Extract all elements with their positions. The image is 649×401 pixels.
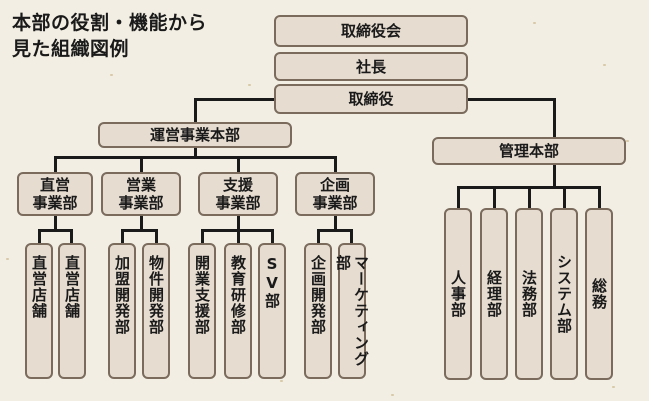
unit-box: 直営店舗 bbox=[25, 243, 53, 379]
admin-unit-box: システム部 bbox=[550, 208, 578, 380]
unit-label: 直営店舗 bbox=[63, 255, 81, 319]
speck bbox=[612, 386, 615, 388]
speck bbox=[248, 84, 251, 86]
connector-line bbox=[140, 216, 143, 231]
admin-unit-box: 人事部 bbox=[444, 208, 472, 380]
unit-box: SV部 bbox=[258, 243, 286, 379]
speck bbox=[603, 64, 606, 66]
connector-line bbox=[598, 186, 601, 208]
division-box: 直営 事業部 bbox=[17, 172, 93, 216]
speck bbox=[626, 140, 629, 142]
division-suffix: 事業部 bbox=[118, 194, 164, 212]
division-box: 支援 事業部 bbox=[198, 172, 278, 216]
admin-hq-box: 管理本部 bbox=[432, 137, 626, 165]
unit-label: 開業支援部 bbox=[193, 255, 211, 335]
connector-line bbox=[553, 164, 556, 188]
connector-line bbox=[38, 229, 41, 243]
speck bbox=[391, 394, 394, 396]
connector-line bbox=[350, 229, 353, 243]
unit-box: 開業支援部 bbox=[188, 243, 216, 379]
operations-hq-box: 運営事業本部 bbox=[98, 122, 292, 148]
division-name: 営業 bbox=[125, 176, 156, 194]
unit-box: マーケティング部 bbox=[334, 243, 370, 379]
unit-box: 教育研修部 bbox=[224, 243, 252, 379]
speck bbox=[110, 74, 113, 76]
connector-line bbox=[155, 229, 158, 243]
admin-hq-label: 管理本部 bbox=[498, 142, 559, 160]
heading-line-1: 本部の役割・機能から bbox=[12, 12, 208, 34]
unit-box: 直営店舗 bbox=[58, 243, 86, 379]
connector-line bbox=[194, 98, 197, 122]
unit-box: 企画開発部 bbox=[304, 243, 332, 379]
operations-hq-label: 運営事業本部 bbox=[149, 126, 240, 144]
connector-line bbox=[237, 229, 240, 243]
connector-line bbox=[70, 229, 73, 243]
connector-line bbox=[317, 229, 320, 243]
connector-line bbox=[54, 216, 57, 231]
diagram-heading: 本部の役割・機能から 見た組織図例 bbox=[12, 10, 207, 62]
heading-line-2: 見た組織図例 bbox=[12, 38, 130, 60]
connector-line bbox=[334, 156, 337, 172]
connector-line bbox=[38, 229, 73, 232]
division-box: 営業 事業部 bbox=[101, 172, 181, 216]
division-suffix: 事業部 bbox=[215, 194, 261, 212]
connector-line bbox=[317, 229, 353, 232]
unit-label: 企画開発部 bbox=[309, 255, 327, 335]
directors-label: 取締役 bbox=[348, 90, 394, 108]
connector-line bbox=[271, 229, 274, 243]
unit-label: マーケティング部 bbox=[334, 255, 370, 367]
admin-unit-label: システム部 bbox=[555, 254, 573, 334]
connector-line bbox=[121, 229, 158, 232]
admin-unit-label: 経理部 bbox=[485, 270, 503, 318]
division-suffix: 事業部 bbox=[312, 194, 358, 212]
admin-unit-label: 人事部 bbox=[449, 270, 467, 318]
division-name: 支援 bbox=[222, 176, 253, 194]
admin-unit-box: 総務 bbox=[585, 208, 613, 380]
unit-label: 加盟開発部 bbox=[113, 255, 131, 335]
division-name: 直営 bbox=[39, 176, 70, 194]
board-of-directors-box: 取締役会 bbox=[274, 15, 468, 47]
admin-unit-label: 総務 bbox=[590, 278, 608, 310]
connector-line bbox=[237, 156, 240, 172]
speck bbox=[533, 22, 536, 24]
connector-line bbox=[457, 186, 460, 208]
unit-box: 物件開発部 bbox=[142, 243, 170, 379]
connector-line bbox=[493, 186, 496, 208]
speck bbox=[280, 380, 283, 382]
connector-line bbox=[140, 156, 143, 172]
division-suffix: 事業部 bbox=[32, 194, 78, 212]
admin-unit-label: 法務部 bbox=[520, 270, 538, 318]
admin-unit-box: 法務部 bbox=[515, 208, 543, 380]
admin-unit-box: 経理部 bbox=[480, 208, 508, 380]
connector-line bbox=[54, 156, 337, 159]
board-of-directors-label: 取締役会 bbox=[340, 22, 401, 40]
speck bbox=[6, 258, 9, 260]
connector-line bbox=[237, 216, 240, 231]
unit-label: 教育研修部 bbox=[229, 255, 247, 335]
connector-line bbox=[201, 229, 204, 243]
connector-line bbox=[334, 216, 337, 231]
president-box: 社長 bbox=[274, 52, 468, 81]
division-name: 企画 bbox=[319, 176, 350, 194]
directors-box: 取締役 bbox=[274, 84, 468, 114]
connector-line bbox=[121, 229, 124, 243]
connector-line bbox=[553, 98, 556, 138]
connector-line bbox=[194, 147, 197, 158]
unit-label: SV部 bbox=[263, 255, 281, 309]
unit-label: 直営店舗 bbox=[30, 255, 48, 319]
connector-line bbox=[528, 186, 531, 208]
connector-line bbox=[54, 156, 57, 172]
connector-line bbox=[563, 186, 566, 208]
president-label: 社長 bbox=[355, 57, 386, 76]
unit-label: 物件開発部 bbox=[147, 255, 165, 335]
division-box: 企画 事業部 bbox=[295, 172, 375, 216]
unit-box: 加盟開発部 bbox=[108, 243, 136, 379]
